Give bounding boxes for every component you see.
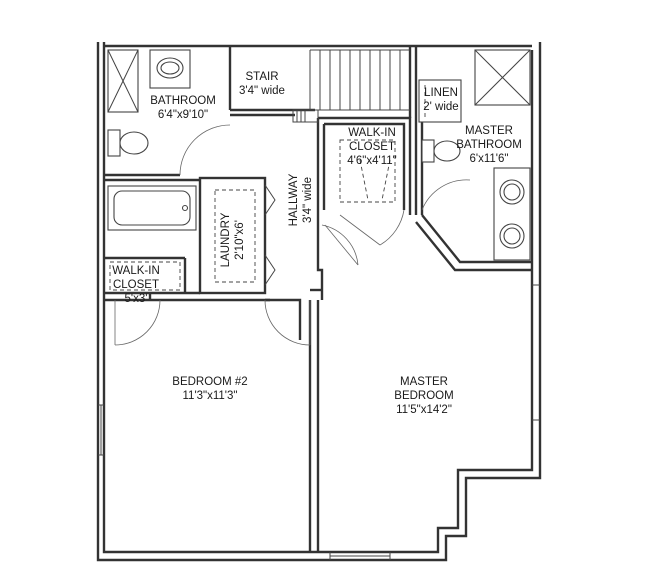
stairs — [292, 49, 410, 123]
bathroom-fixtures — [107, 49, 231, 231]
bedroom2-size: 11'3"x11'3" — [183, 390, 238, 402]
master-bathroom-size: 6'x11'6" — [470, 153, 509, 165]
closet-details — [109, 139, 405, 346]
master-bedroom-name-2: BEDROOM — [394, 390, 453, 402]
master-bathroom-name-1: MASTER — [465, 125, 513, 137]
bedroom2-name: BEDROOM #2 — [172, 376, 247, 388]
linen-name: LINEN — [424, 87, 458, 99]
walkin-closet-master-name-2: CLOSET — [349, 141, 395, 153]
master-bedroom-size: 11'5"x14'2" — [396, 404, 452, 416]
walkin-closet-2-size: 5'x3' — [125, 293, 148, 305]
walkin-closet-2-name-1: WALK-IN — [112, 265, 160, 277]
stair-size: 3'4" wide — [239, 85, 285, 97]
walkin-closet-master-size: 4'6"x4'11" — [347, 155, 396, 167]
master-bath-fixtures — [418, 49, 531, 261]
stair-name: STAIR — [245, 71, 278, 83]
bathroom-size: 6'4"x9'10" — [158, 109, 208, 121]
hallway-name: HALLWAY — [288, 173, 300, 226]
bathroom-name: BATHROOM — [150, 95, 216, 107]
windows — [98, 284, 540, 560]
walkin-closet-2-name-2: CLOSET — [113, 279, 159, 291]
laundry-size: 2'10"x6' — [234, 220, 246, 260]
master-bathroom-name-2: BATHROOM — [456, 139, 522, 151]
walkin-closet-master-name-1: WALK-IN — [348, 127, 396, 139]
hallway-size: 3'4" wide — [302, 177, 314, 223]
exterior-walls — [96, 42, 542, 562]
master-bedroom-name-1: MASTER — [400, 376, 448, 388]
laundry-name: LAUNDRY — [220, 212, 232, 267]
linen-size: 2' wide — [423, 101, 458, 113]
